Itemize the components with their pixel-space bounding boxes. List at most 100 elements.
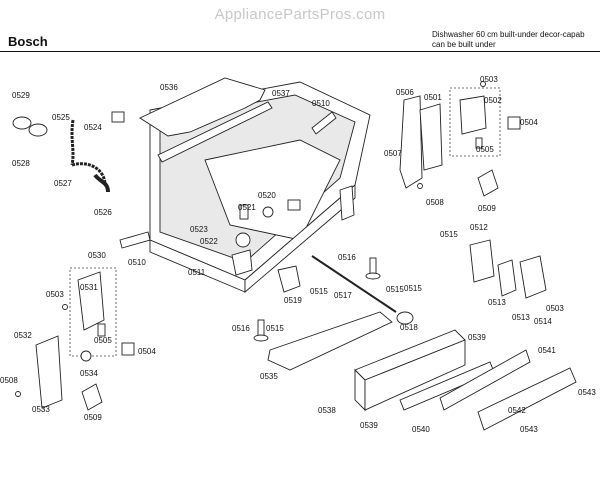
part-label-0521[interactable]: 0521 (238, 203, 256, 212)
plinth-panel-part[interactable] (477, 367, 577, 431)
part-label-0503[interactable]: 0503 (480, 75, 498, 84)
seal-strip-part[interactable] (157, 101, 273, 163)
part-label-0509[interactable]: 0509 (478, 204, 496, 213)
part-label-0519[interactable]: 0519 (284, 296, 302, 305)
part-label-0540[interactable]: 0540 (412, 425, 430, 434)
part-label-0542[interactable]: 0542 (508, 406, 526, 415)
part-label-0502[interactable]: 0502 (484, 96, 502, 105)
part-label-0532[interactable]: 0532 (14, 331, 32, 340)
hinge-lever-part[interactable] (77, 271, 105, 331)
part-label-0539[interactable]: 0539 (360, 421, 378, 430)
part-label-0508[interactable]: 0508 (426, 198, 444, 207)
part-label-0504[interactable]: 0504 (520, 118, 538, 127)
part-label-0515[interactable]: 0515 (440, 230, 458, 239)
hinge-cover-part[interactable] (497, 259, 517, 297)
foot-part[interactable] (365, 272, 381, 280)
part-label-0517[interactable]: 0517 (334, 291, 352, 300)
part-label-0510[interactable]: 0510 (128, 258, 146, 267)
part-label-0505[interactable]: 0505 (94, 336, 112, 345)
latch-part[interactable] (459, 95, 487, 135)
side-bracket-part[interactable] (35, 335, 63, 409)
part-label-0543[interactable]: 0543 (520, 425, 538, 434)
foot-part[interactable] (253, 334, 269, 342)
part-label-0501[interactable]: 0501 (424, 93, 442, 102)
hinge-cover-part[interactable] (519, 255, 547, 299)
roller-part[interactable] (396, 311, 414, 325)
spring-hook-part[interactable] (477, 169, 499, 197)
part-label-0531[interactable]: 0531 (80, 283, 98, 292)
part-label-0514[interactable]: 0514 (534, 317, 552, 326)
part-label-0503[interactable]: 0503 (46, 290, 64, 299)
screw-part[interactable] (62, 304, 68, 310)
cover-plate-part[interactable] (139, 77, 266, 137)
hinge-plate-part[interactable] (469, 239, 495, 283)
part-label-0525[interactable]: 0525 (52, 113, 70, 122)
screw-part[interactable] (417, 183, 423, 189)
spring-hook-part[interactable] (81, 383, 103, 411)
float-part[interactable] (12, 116, 48, 137)
part-label-0503[interactable]: 0503 (546, 304, 564, 313)
cap-part[interactable] (475, 137, 483, 149)
screw-part[interactable] (15, 391, 21, 397)
part-label-0529[interactable]: 0529 (12, 91, 30, 100)
base-plate-part[interactable] (267, 311, 393, 371)
detail-group-outline (69, 267, 117, 357)
part-label-0538[interactable]: 0538 (318, 406, 336, 415)
clip-part[interactable] (111, 111, 125, 123)
part-label-0508[interactable]: 0508 (0, 376, 18, 385)
hinge-plate-part[interactable] (419, 103, 443, 171)
part-label-0507[interactable]: 0507 (384, 149, 402, 158)
part-label-0535[interactable]: 0535 (260, 372, 278, 381)
pin-part[interactable] (80, 350, 92, 362)
part-label-0506[interactable]: 0506 (396, 88, 414, 97)
part-label-0516[interactable]: 0516 (338, 253, 356, 262)
part-label-0515[interactable]: 0515 (310, 287, 328, 296)
part-label-0504[interactable]: 0504 (138, 347, 156, 356)
rod-part[interactable] (311, 255, 397, 313)
part-label-0530[interactable]: 0530 (88, 251, 106, 260)
part-label-0534[interactable]: 0534 (80, 369, 98, 378)
part-label-0537[interactable]: 0537 (272, 89, 290, 98)
part-label-0515[interactable]: 0515 (404, 284, 422, 293)
bracket-strip-part[interactable] (119, 231, 151, 249)
part-label-0513[interactable]: 0513 (488, 298, 506, 307)
switch-part[interactable] (121, 342, 135, 356)
part-label-0515[interactable]: 0515 (266, 324, 284, 333)
side-bracket-part[interactable] (399, 95, 423, 189)
clamp-part[interactable] (93, 173, 110, 193)
model-line-1: Dishwasher 60 cm built-under decor-capab (432, 30, 585, 39)
brand-title: Bosch (8, 34, 48, 49)
part-label-0518[interactable]: 0518 (400, 323, 418, 332)
part-label-0509[interactable]: 0509 (84, 413, 102, 422)
part-label-0541[interactable]: 0541 (538, 346, 556, 355)
actuator-part[interactable] (277, 265, 301, 293)
part-label-0516[interactable]: 0516 (232, 324, 250, 333)
part-label-0515[interactable]: 0515 (386, 285, 404, 294)
part-label-0520[interactable]: 0520 (258, 191, 276, 200)
part-label-0533[interactable]: 0533 (32, 405, 50, 414)
part-label-0512[interactable]: 0512 (470, 223, 488, 232)
part-label-0539[interactable]: 0539 (468, 333, 486, 342)
bracket-strip-part[interactable] (311, 111, 337, 135)
plinth-part[interactable] (364, 339, 466, 411)
part-label-0523[interactable]: 0523 (190, 225, 208, 234)
part-label-0526[interactable]: 0526 (94, 208, 112, 217)
part-label-0524[interactable]: 0524 (84, 123, 102, 132)
part-label-0510[interactable]: 0510 (312, 99, 330, 108)
part-label-0543[interactable]: 0543 (578, 388, 596, 397)
part-label-0536[interactable]: 0536 (160, 83, 178, 92)
part-label-0513[interactable]: 0513 (512, 313, 530, 322)
spacer-part[interactable] (97, 323, 106, 337)
screw-part[interactable] (480, 81, 486, 87)
part-label-0528[interactable]: 0528 (12, 159, 30, 168)
model-line-2: can be built under (432, 40, 496, 49)
part-label-0522[interactable]: 0522 (200, 237, 218, 246)
part-label-0527[interactable]: 0527 (54, 179, 72, 188)
part-label-0511[interactable]: 0511 (188, 268, 206, 277)
switch-part[interactable] (507, 116, 521, 130)
plinth-strip-part[interactable] (439, 349, 531, 411)
part-label-0505[interactable]: 0505 (476, 145, 494, 154)
